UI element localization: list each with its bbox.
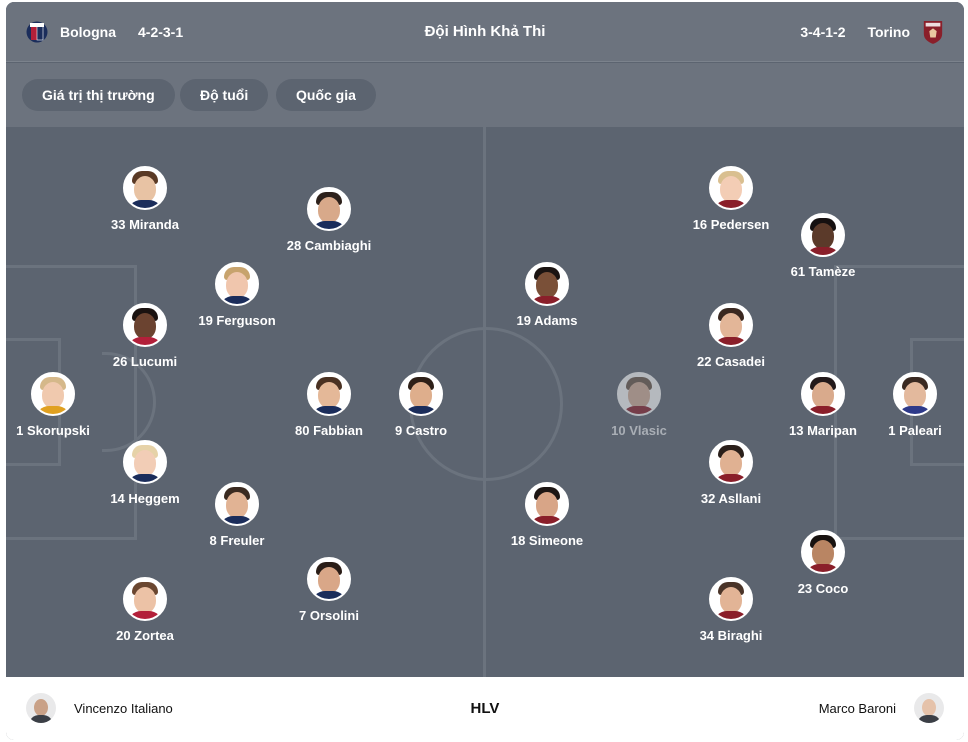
home-formation: 4-2-3-1 <box>138 24 184 40</box>
home-coach-avatar <box>26 693 56 723</box>
away-coach-avatar <box>914 693 944 723</box>
player-avatar <box>709 440 753 484</box>
player-away-pedersen[interactable]: 16 Pedersen <box>651 166 811 233</box>
player-avatar <box>525 262 569 306</box>
player-name: 22 Casadei <box>697 354 765 369</box>
player-name: 9 Castro <box>394 423 448 438</box>
player-away-biraghi[interactable]: 34 Biraghi <box>651 577 811 644</box>
filter-age[interactable]: Độ tuổi <box>180 79 269 111</box>
home-team[interactable]: Bologna 4-2-3-1 <box>26 2 183 62</box>
home-team-name: Bologna <box>60 24 116 40</box>
player-name: 18 Simeone <box>510 533 584 548</box>
player-avatar <box>709 577 753 621</box>
player-name: 34 Biraghi <box>699 628 763 643</box>
player-avatar <box>525 482 569 526</box>
player-name: 28 Cambiaghi <box>286 238 372 253</box>
player-name: 20 Zortea <box>116 628 174 643</box>
player-avatar <box>123 166 167 210</box>
filter-bar: Giá trị thị trường Độ tuổi Quốc gia <box>6 63 964 127</box>
coach-label: HLV <box>470 700 500 717</box>
player-away-maripan[interactable]: 13 Maripan <box>743 372 903 439</box>
player-home-castro[interactable]: 9 Castro <box>341 372 501 439</box>
filter-market-value[interactable]: Giá trị thị trường <box>22 79 175 111</box>
player-avatar <box>307 557 351 601</box>
player-away-asllani[interactable]: 32 Asllani <box>651 440 811 507</box>
player-name: 80 Fabbian <box>295 423 363 438</box>
player-avatar <box>123 440 167 484</box>
player-name: 1 Paleari <box>888 423 942 438</box>
player-avatar <box>801 372 845 416</box>
player-home-ferguson[interactable]: 19 Ferguson <box>157 262 317 329</box>
filter-nationality[interactable]: Quốc gia <box>276 79 376 111</box>
player-avatar <box>215 262 259 306</box>
player-avatar <box>307 187 351 231</box>
player-away-casadei[interactable]: 22 Casadei <box>651 303 811 370</box>
player-name: 10 Vlasic <box>611 423 667 438</box>
player-home-orsolini[interactable]: 7 Orsolini <box>249 557 409 624</box>
player-avatar <box>123 577 167 621</box>
player-avatar <box>709 303 753 347</box>
player-name: 33 Miranda <box>111 217 179 232</box>
coaches-footer: Vincenzo Italiano HLV Marco Baroni <box>6 677 964 740</box>
player-name: 7 Orsolini <box>299 608 359 623</box>
player-home-freuler[interactable]: 8 Freuler <box>157 482 317 549</box>
player-home-miranda[interactable]: 33 Miranda <box>65 166 225 233</box>
player-away-tameze[interactable]: 61 Tamèze <box>743 213 903 280</box>
player-name: 13 Maripan <box>789 423 857 438</box>
player-name: 19 Ferguson <box>198 313 276 328</box>
player-name: 23 Coco <box>797 581 849 596</box>
player-home-cambiaghi[interactable]: 28 Cambiaghi <box>249 187 409 254</box>
pitch: 33 Miranda 28 Cambiaghi 19 Ferguson 26 L… <box>6 127 964 677</box>
player-name: 1 Skorupski <box>16 423 90 438</box>
player-away-paleari[interactable]: 1 Paleari <box>835 372 964 439</box>
player-avatar <box>893 372 937 416</box>
lineup-header: Bologna 4-2-3-1 Đội Hình Khả Thi 3-4-1-2… <box>6 2 964 62</box>
player-avatar <box>123 303 167 347</box>
player-away-adams[interactable]: 19 Adams <box>467 262 627 329</box>
player-name: 14 Heggem <box>110 491 180 506</box>
player-name: 32 Asllani <box>700 491 762 506</box>
away-formation: 3-4-1-2 <box>800 24 846 40</box>
player-away-coco[interactable]: 23 Coco <box>743 530 903 597</box>
page-title: Đội Hình Khả Thi <box>424 23 546 40</box>
player-avatar <box>801 530 845 574</box>
player-avatar <box>307 372 351 416</box>
player-avatar <box>617 372 661 416</box>
player-home-zortea[interactable]: 20 Zortea <box>65 577 225 644</box>
player-name: 16 Pedersen <box>692 217 770 232</box>
player-away-vlasic[interactable]: 10 Vlasic <box>559 372 719 439</box>
player-avatar <box>709 166 753 210</box>
player-home-skorupski[interactable]: 1 Skorupski <box>6 372 133 439</box>
home-coach-name[interactable]: Vincenzo Italiano <box>74 701 173 716</box>
player-name: 19 Adams <box>516 313 578 328</box>
player-avatar <box>801 213 845 257</box>
player-avatar <box>31 372 75 416</box>
player-home-lucumi[interactable]: 26 Lucumi <box>65 303 225 370</box>
away-team[interactable]: 3-4-1-2 Torino <box>800 2 944 62</box>
lineup-card: Bologna 4-2-3-1 Đội Hình Khả Thi 3-4-1-2… <box>6 2 964 740</box>
player-name: 8 Freuler <box>209 533 265 548</box>
player-name: 61 Tamèze <box>790 264 856 279</box>
player-name: 26 Lucumi <box>112 354 178 369</box>
player-away-simeone[interactable]: 18 Simeone <box>467 482 627 549</box>
bologna-crest-icon <box>26 18 48 46</box>
player-home-heggem[interactable]: 14 Heggem <box>65 440 225 507</box>
player-home-fabbian[interactable]: 80 Fabbian <box>249 372 409 439</box>
away-team-name: Torino <box>867 24 910 40</box>
player-avatar <box>399 372 443 416</box>
torino-crest-icon <box>922 18 944 46</box>
player-avatar <box>215 482 259 526</box>
away-coach-name[interactable]: Marco Baroni <box>818 701 896 716</box>
